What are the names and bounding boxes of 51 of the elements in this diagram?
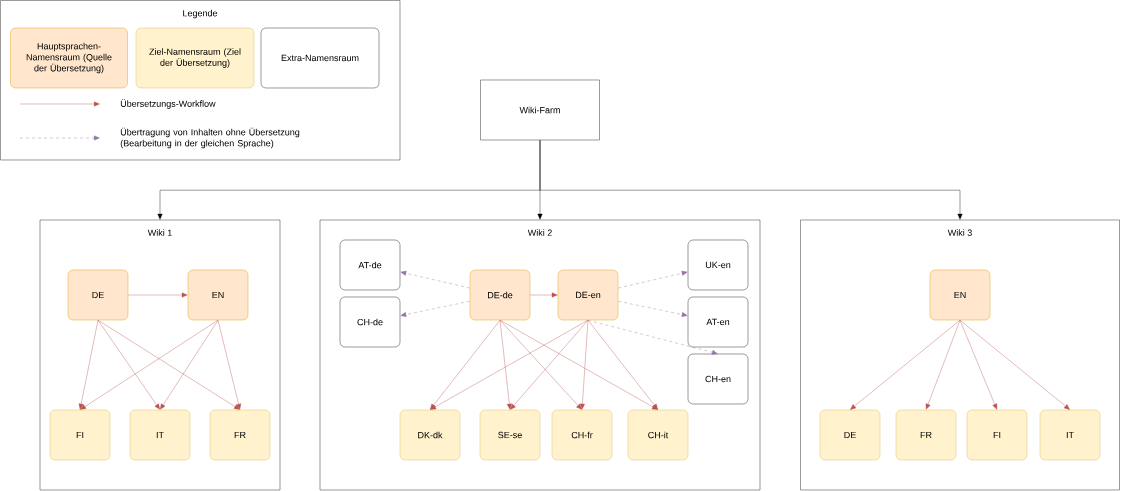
arrow [430, 320, 501, 410]
namespace-box: UK-en [687, 239, 749, 291]
namespace-box: FI [966, 409, 1028, 461]
arrow [850, 320, 961, 410]
legend-text: Übersetzungs-Workflow [120, 99, 216, 109]
namespace-box: EN [187, 269, 249, 321]
arrow [97, 320, 240, 410]
namespace-box: CH-it [627, 409, 689, 461]
arrow [160, 320, 219, 410]
namespace-box: FI [49, 409, 111, 461]
namespace-box: Wiki-Farm [480, 79, 600, 141]
arrow [925, 320, 961, 410]
namespace-box: FR [895, 409, 957, 461]
arrow [430, 320, 589, 410]
arrow [499, 320, 512, 410]
arrow [587, 320, 718, 355]
arrow [618, 270, 688, 289]
arrow [78, 320, 99, 410]
arrow [530, 292, 558, 298]
arrow [80, 320, 219, 410]
namespace-box: CH-fr [551, 409, 613, 461]
arrow [400, 270, 470, 289]
namespace-box: DE-de [469, 269, 531, 321]
arrow [217, 320, 241, 410]
namespace-box: IT [1039, 409, 1101, 461]
arrow [400, 301, 470, 317]
arrow [499, 320, 658, 410]
namespace-box: DE [819, 409, 881, 461]
legend-title: Legende [183, 9, 218, 19]
namespace-box: SE-se [479, 409, 541, 461]
namespace-box: CH-en [687, 353, 749, 405]
arrow [510, 320, 589, 410]
connector-arrow [539, 140, 963, 220]
namespace-box: DE-en [557, 269, 619, 321]
namespace-box: AT-en [687, 296, 749, 348]
namespace-box: DK-dk [399, 409, 461, 461]
namespace-box: FR [209, 409, 271, 461]
namespace-box: IT [129, 409, 191, 461]
arrow [97, 320, 160, 410]
arrow [959, 320, 1070, 410]
namespace-box: CH-de [339, 296, 401, 348]
namespace-box: EN [929, 269, 991, 321]
arrow [587, 320, 658, 410]
arrow [128, 292, 188, 298]
arrow [499, 320, 582, 410]
arrow [579, 320, 589, 410]
namespace-box: AT-de [339, 239, 401, 291]
arrow [618, 301, 688, 317]
namespace-box: DE [67, 269, 129, 321]
legend-text: Übertragung von Inhalten ohne Übersetzung (Bearbeitung in der gleichen Sprache) [120, 127, 300, 149]
arrow [959, 320, 998, 410]
